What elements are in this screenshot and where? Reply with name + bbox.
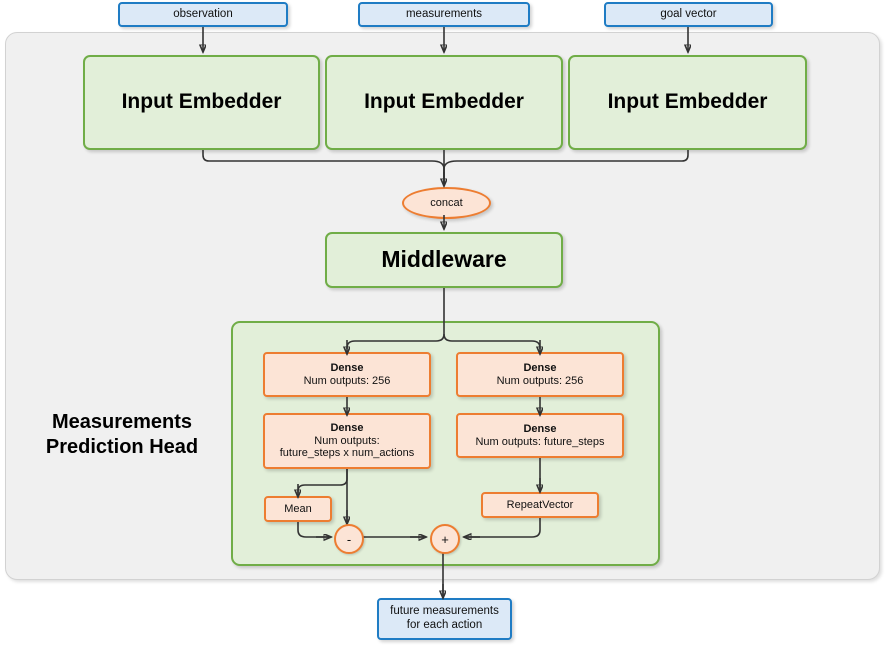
input-goal-vector-label: goal vector bbox=[660, 7, 717, 20]
concat-label: concat bbox=[430, 197, 463, 209]
right-dense-1-detail: Num outputs: 256 bbox=[496, 374, 584, 387]
input-measurements-label: measurements bbox=[405, 7, 483, 20]
input-embedder-1-label: Input Embedder bbox=[121, 90, 282, 114]
input-embedder-1[interactable]: Input Embedder bbox=[83, 55, 320, 150]
output-line1: future measurements bbox=[390, 605, 499, 618]
output-line2: for each action bbox=[406, 619, 483, 631]
left-dense-2[interactable]: Dense Num outputs: future_steps x num_ac… bbox=[263, 413, 431, 469]
subtract-operator-label: - bbox=[346, 531, 352, 547]
input-measurements[interactable]: measurements bbox=[358, 2, 530, 27]
input-embedder-3[interactable]: Input Embedder bbox=[568, 55, 807, 150]
input-embedder-3-label: Input Embedder bbox=[607, 90, 768, 114]
prediction-head-title-line1: Measurements bbox=[51, 411, 193, 433]
input-goal-vector[interactable]: goal vector bbox=[604, 2, 773, 27]
left-dense-1[interactable]: Dense Num outputs: 256 bbox=[263, 352, 431, 397]
prediction-head-title: Measurements Prediction Head bbox=[22, 410, 222, 460]
right-dense-1[interactable]: Dense Num outputs: 256 bbox=[456, 352, 624, 397]
output-future-measurements[interactable]: future measurements for each action bbox=[377, 598, 512, 640]
subtract-operator[interactable]: - bbox=[334, 524, 364, 554]
middleware-label: Middleware bbox=[381, 246, 507, 273]
input-observation-label: observation bbox=[173, 7, 233, 20]
repeat-vector-block[interactable]: RepeatVector bbox=[481, 492, 599, 518]
left-dense-1-detail: Num outputs: 256 bbox=[303, 374, 391, 387]
concat-node[interactable]: concat bbox=[402, 187, 491, 219]
right-dense-2-title: Dense bbox=[523, 422, 557, 435]
right-dense-2-detail: Num outputs: future_steps bbox=[475, 435, 605, 448]
right-dense-1-title: Dense bbox=[523, 361, 557, 374]
left-dense-2-detail-line2: future_steps x num_actions bbox=[279, 447, 415, 460]
add-operator-label: + bbox=[441, 531, 449, 547]
prediction-head-title-line2: Prediction Head bbox=[45, 436, 199, 458]
input-embedder-2-label: Input Embedder bbox=[364, 90, 524, 114]
input-observation[interactable]: observation bbox=[118, 2, 288, 27]
mean-block[interactable]: Mean bbox=[264, 496, 332, 522]
left-dense-2-title: Dense bbox=[330, 421, 364, 434]
left-dense-2-detail-line1: Num outputs: bbox=[314, 434, 380, 447]
repeat-vector-label: RepeatVector bbox=[506, 498, 574, 511]
left-dense-1-title: Dense bbox=[330, 361, 364, 374]
right-dense-2[interactable]: Dense Num outputs: future_steps bbox=[456, 413, 624, 458]
mean-label: Mean bbox=[284, 502, 312, 515]
middleware-block[interactable]: Middleware bbox=[325, 232, 563, 288]
input-embedder-2[interactable]: Input Embedder bbox=[325, 55, 563, 150]
add-operator[interactable]: + bbox=[430, 524, 460, 554]
